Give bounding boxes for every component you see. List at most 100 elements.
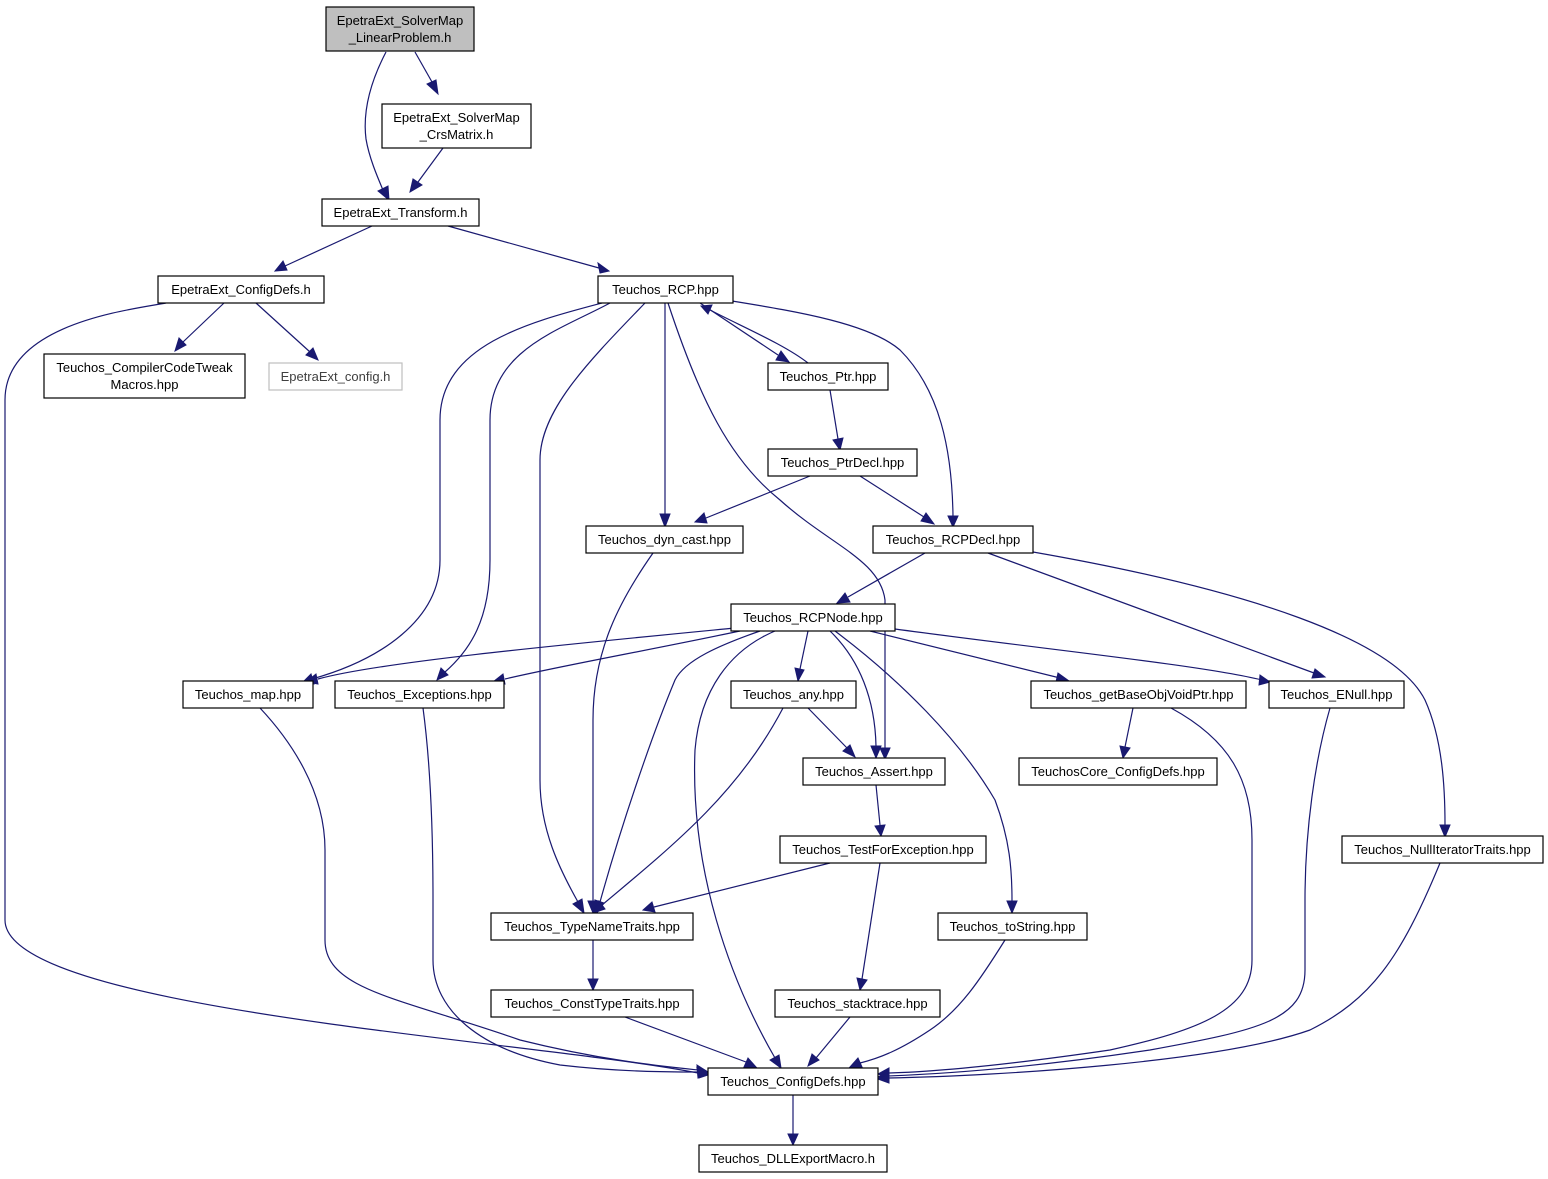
node-box[interactable] bbox=[774, 989, 941, 1018]
node-box[interactable] bbox=[43, 353, 246, 399]
node-box[interactable] bbox=[1018, 757, 1218, 786]
node-n8[interactable]: Teuchos_PtrDecl.hpp bbox=[767, 448, 918, 477]
edge-line bbox=[284, 225, 373, 267]
node-n25[interactable]: Teuchos_ConfigDefs.hpp bbox=[707, 1067, 879, 1096]
node-label: EpetraExt_SolverMap bbox=[337, 13, 463, 28]
node-box[interactable] bbox=[1341, 835, 1544, 864]
edge-line bbox=[311, 302, 603, 680]
node-n18[interactable]: TeuchosCore_ConfigDefs.hpp bbox=[1018, 757, 1218, 786]
arrowhead bbox=[409, 178, 423, 194]
edge-n11-n16 bbox=[894, 628, 1272, 686]
node-n14[interactable]: Teuchos_any.hpp bbox=[730, 680, 857, 709]
edge-line bbox=[592, 552, 654, 901]
node-box[interactable] bbox=[182, 680, 314, 709]
node-n20[interactable]: Teuchos_NullIteratorTraits.hpp bbox=[1341, 835, 1544, 864]
node-box[interactable] bbox=[268, 362, 403, 391]
arrowhead bbox=[377, 185, 390, 202]
node-n19[interactable]: Teuchos_TestForException.hpp bbox=[779, 835, 987, 864]
node-box[interactable] bbox=[730, 603, 896, 632]
edge-n11-n14 bbox=[794, 630, 809, 683]
node-box[interactable] bbox=[767, 362, 889, 391]
node-box[interactable] bbox=[1268, 680, 1405, 709]
node-n3[interactable]: EpetraExt_ConfigDefs.h bbox=[157, 275, 325, 304]
node-label: Teuchos_getBaseObjVoidPtr.hpp bbox=[1043, 687, 1233, 702]
edge-line bbox=[4, 302, 699, 1074]
node-box[interactable] bbox=[707, 1067, 879, 1096]
node-box[interactable] bbox=[698, 1144, 888, 1173]
node-box[interactable] bbox=[381, 103, 532, 149]
edge-line bbox=[364, 51, 387, 191]
node-box[interactable] bbox=[767, 448, 918, 477]
edge-line bbox=[799, 630, 809, 670]
node-n0[interactable]: EpetraExt_SolverMap_LinearProblem.h bbox=[325, 6, 475, 52]
node-n6[interactable]: EpetraExt_config.h bbox=[268, 362, 403, 391]
arrowhead bbox=[1439, 824, 1451, 839]
edge-n17-n19 bbox=[874, 784, 886, 838]
edge-line bbox=[859, 475, 925, 518]
node-n1[interactable]: EpetraExt_SolverMap_CrsMatrix.h bbox=[381, 103, 532, 149]
node-box[interactable] bbox=[1030, 680, 1247, 709]
node-n2[interactable]: EpetraExt_Transform.h bbox=[321, 198, 480, 227]
arrowhead bbox=[787, 1133, 799, 1147]
node-box[interactable] bbox=[585, 525, 744, 554]
node-box[interactable] bbox=[490, 912, 694, 941]
arrowhead bbox=[699, 304, 713, 315]
node-label: Teuchos_Exceptions.hpp bbox=[347, 687, 492, 702]
node-box[interactable] bbox=[490, 989, 694, 1018]
arrowhead bbox=[874, 824, 886, 838]
arrowhead bbox=[597, 261, 611, 274]
node-n10[interactable]: Teuchos_RCPDecl.hpp bbox=[872, 525, 1034, 554]
node-n11[interactable]: Teuchos_RCPNode.hpp bbox=[730, 603, 896, 632]
node-label: EpetraExt_config.h bbox=[281, 369, 391, 384]
node-n24[interactable]: Teuchos_stacktrace.hpp bbox=[774, 989, 941, 1018]
edge-line bbox=[887, 862, 1441, 1079]
node-n15[interactable]: Teuchos_getBaseObjVoidPtr.hpp bbox=[1030, 680, 1247, 709]
node-box[interactable] bbox=[730, 680, 857, 709]
node-n7[interactable]: Teuchos_Ptr.hpp bbox=[767, 362, 889, 391]
node-box[interactable] bbox=[325, 6, 475, 52]
node-box[interactable] bbox=[597, 275, 734, 304]
edges-layer bbox=[4, 51, 1451, 1147]
node-box[interactable] bbox=[802, 757, 946, 786]
nodes-layer: EpetraExt_SolverMap_LinearProblem.hEpetr… bbox=[43, 6, 1544, 1173]
edge-line bbox=[815, 1016, 851, 1059]
edge-n4-n12 bbox=[301, 302, 603, 685]
arrowhead bbox=[775, 350, 791, 363]
node-box[interactable] bbox=[334, 680, 505, 709]
edge-line bbox=[859, 939, 1006, 1064]
edge-n8-n9 bbox=[693, 475, 811, 524]
node-box[interactable] bbox=[937, 912, 1088, 941]
edge-line bbox=[709, 309, 809, 364]
node-n26[interactable]: Teuchos_DLLExportMacro.h bbox=[698, 1144, 888, 1173]
node-n9[interactable]: Teuchos_dyn_cast.hpp bbox=[585, 525, 744, 554]
arrowhead bbox=[305, 347, 319, 361]
edge-n23-n25 bbox=[624, 1016, 758, 1068]
arrowhead bbox=[870, 745, 882, 760]
arrowhead bbox=[876, 1072, 890, 1084]
arrowhead bbox=[696, 1066, 710, 1079]
node-box[interactable] bbox=[779, 835, 987, 864]
node-label: EpetraExt_Transform.h bbox=[334, 205, 468, 220]
node-n17[interactable]: Teuchos_Assert.hpp bbox=[802, 757, 946, 786]
node-n13[interactable]: Teuchos_Exceptions.hpp bbox=[334, 680, 505, 709]
node-n21[interactable]: Teuchos_TypeNameTraits.hpp bbox=[490, 912, 694, 941]
node-n12[interactable]: Teuchos_map.hpp bbox=[182, 680, 314, 709]
edge-n11-n21 bbox=[594, 630, 761, 915]
node-box[interactable] bbox=[321, 198, 480, 227]
node-n4[interactable]: Teuchos_RCP.hpp bbox=[597, 275, 734, 304]
node-n23[interactable]: Teuchos_ConstTypeTraits.hpp bbox=[490, 989, 694, 1018]
node-n22[interactable]: Teuchos_toString.hpp bbox=[937, 912, 1088, 941]
node-box[interactable] bbox=[872, 525, 1034, 554]
edge-n3-n6 bbox=[255, 302, 319, 361]
edge-n4-n17 bbox=[667, 302, 891, 761]
arrowhead bbox=[174, 337, 187, 353]
edge-n10-n11 bbox=[835, 552, 926, 604]
node-label: Teuchos_map.hpp bbox=[195, 687, 301, 702]
node-n16[interactable]: Teuchos_ENull.hpp bbox=[1268, 680, 1405, 709]
edge-n11-n25 bbox=[693, 630, 782, 1070]
edge-line bbox=[829, 389, 839, 440]
node-box[interactable] bbox=[157, 275, 325, 304]
edge-line bbox=[182, 302, 225, 343]
edge-n9-n21 bbox=[587, 552, 654, 915]
